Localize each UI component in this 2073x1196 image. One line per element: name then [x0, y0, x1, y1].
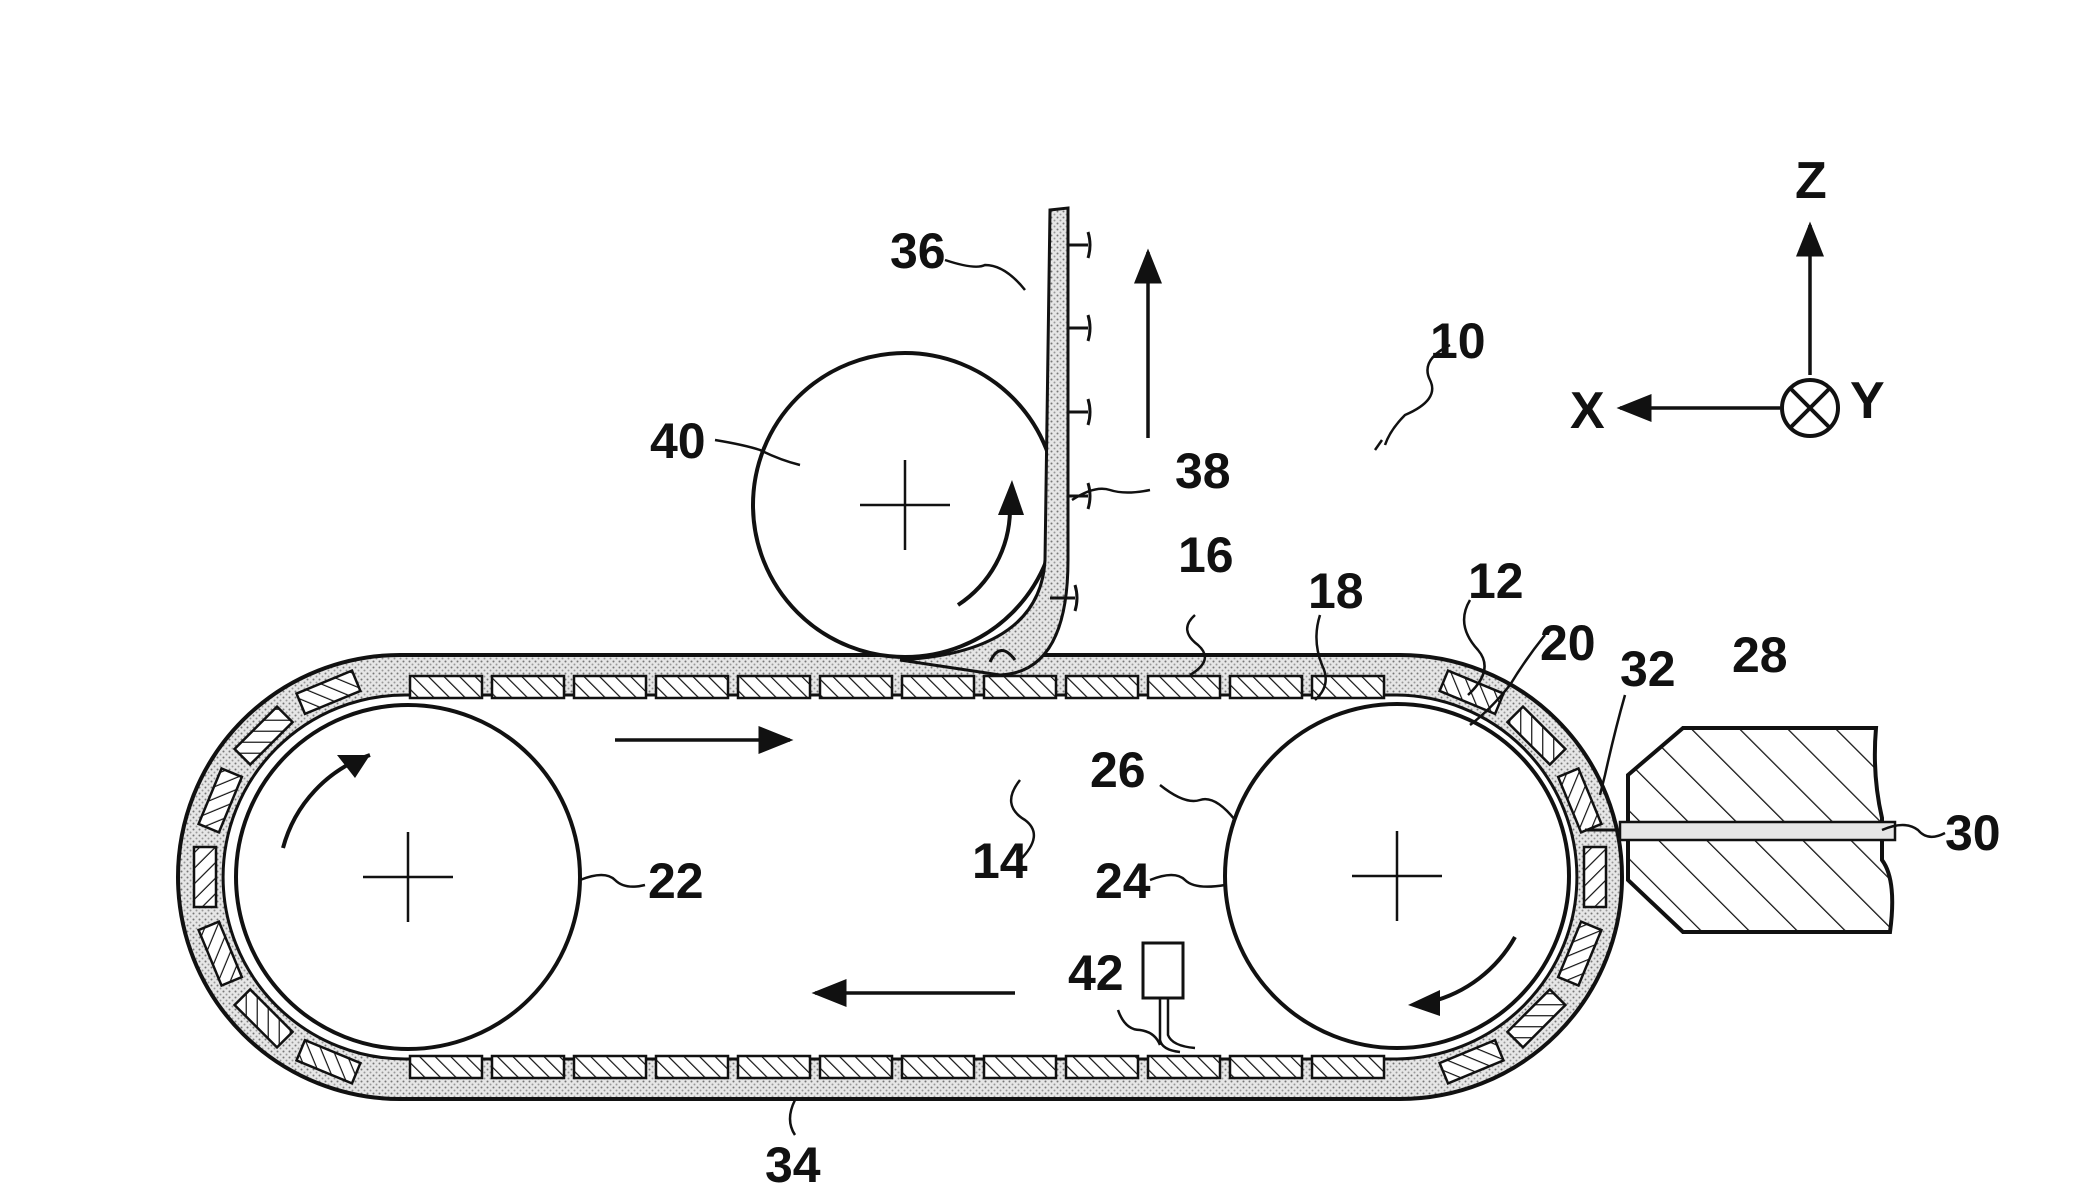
belt-segment [194, 847, 216, 907]
leader-36 [945, 260, 1025, 290]
belt-segment [902, 676, 974, 698]
left-pulley-22 [236, 705, 580, 1049]
leader-38 [1072, 489, 1150, 500]
axis-label-z: Z [1795, 152, 1827, 210]
ref-20: 20 [1540, 615, 1596, 671]
extruder-28 [1585, 728, 1895, 932]
belt-segment [1312, 676, 1384, 698]
upper-roller-40 [753, 353, 1057, 657]
ref-40: 40 [650, 413, 706, 469]
ref-38: 38 [1175, 443, 1231, 499]
belt-segment [738, 1056, 810, 1078]
belt-segment [1312, 1056, 1384, 1078]
belt-segment [656, 676, 728, 698]
ref-16: 16 [1178, 527, 1234, 583]
belt-segment [410, 1056, 482, 1078]
belt-segment [820, 676, 892, 698]
right-pulley-24 [1225, 704, 1569, 1048]
belt-segment [1584, 847, 1606, 907]
belt-segment [1066, 676, 1138, 698]
ref-36: 36 [890, 223, 946, 279]
ref-34: 34 [765, 1137, 821, 1193]
belt-segment [1066, 1056, 1138, 1078]
belt-segment [574, 1056, 646, 1078]
ref-18: 18 [1308, 563, 1364, 619]
ref-22: 22 [648, 853, 704, 909]
nozzle-channel-30 [1620, 822, 1895, 840]
ref-14: 14 [972, 833, 1028, 889]
leader-34 [790, 1100, 795, 1135]
ref-28: 28 [1732, 627, 1788, 683]
axis-label-y: Y [1850, 372, 1885, 430]
ref-12: 12 [1468, 553, 1524, 609]
ref-32: 32 [1620, 641, 1676, 697]
belt-segment [984, 676, 1056, 698]
belt-segment [1148, 676, 1220, 698]
belt-segment [820, 1056, 892, 1078]
ref-24: 24 [1095, 853, 1151, 909]
ref-10: 10 [1430, 313, 1486, 369]
belt-segment [902, 1056, 974, 1078]
axis-label-x: X [1570, 382, 1605, 440]
coordinate-system: Z X Y [1570, 152, 1885, 440]
belt-segment [492, 1056, 564, 1078]
belt-segment [1230, 1056, 1302, 1078]
belt-segment [492, 676, 564, 698]
belt-segment [1148, 1056, 1220, 1078]
belt-segment [738, 676, 810, 698]
belt-segment [1230, 676, 1302, 698]
belt-segment [574, 676, 646, 698]
ref-30: 30 [1945, 805, 2001, 861]
belt-segment [656, 1056, 728, 1078]
leader-32 [1600, 695, 1625, 795]
belt-segment [984, 1056, 1056, 1078]
ref-26: 26 [1090, 742, 1146, 798]
belt-segment [410, 676, 482, 698]
ref-42: 42 [1068, 945, 1124, 1001]
